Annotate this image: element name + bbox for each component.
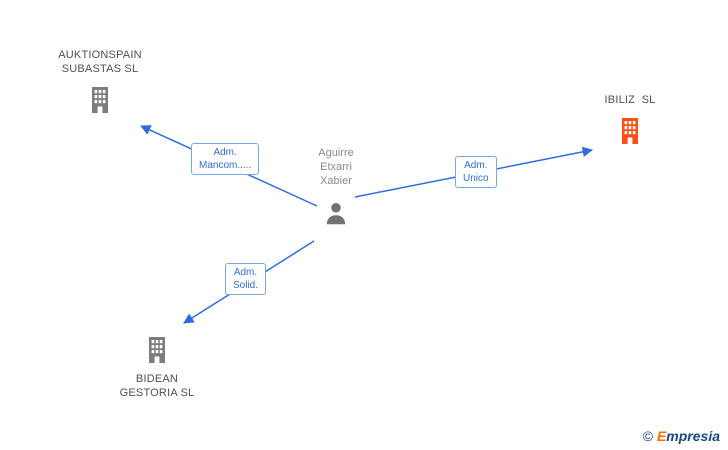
company-node-ibiliz[interactable]: IBILIZ SL bbox=[584, 93, 676, 144]
company-node-bidean[interactable]: BIDEAN GESTORIA SL bbox=[95, 335, 219, 400]
edge-label-adm-solid: Adm. Solid. bbox=[225, 263, 267, 295]
brand-footer[interactable]: © Empresia bbox=[643, 428, 720, 444]
edge-label-adm-mancom: Adm. Mancom..... bbox=[191, 143, 260, 175]
brand-initial: E bbox=[656, 428, 667, 444]
brand-rest: mpresia bbox=[666, 428, 720, 444]
person-icon bbox=[323, 201, 349, 227]
building-icon bbox=[616, 116, 644, 144]
company-name: BIDEAN GESTORIA SL bbox=[119, 373, 195, 399]
person-name: Aguirre Etxarri Xabier bbox=[318, 147, 354, 187]
building-icon bbox=[143, 335, 171, 363]
company-node-auktionspain[interactable]: AUKTIONSPAIN SUBASTAS SL bbox=[28, 48, 172, 113]
brand-logo: Empresia bbox=[657, 428, 720, 444]
person-node[interactable]: Aguirre Etxarri Xabier bbox=[294, 146, 378, 227]
building-icon bbox=[86, 85, 114, 113]
edge-label-adm-unico: Adm. Unico bbox=[455, 156, 497, 188]
copyright-symbol: © bbox=[642, 428, 654, 444]
company-name: AUKTIONSPAIN SUBASTAS SL bbox=[58, 49, 142, 75]
company-name: IBILIZ SL bbox=[604, 94, 656, 106]
